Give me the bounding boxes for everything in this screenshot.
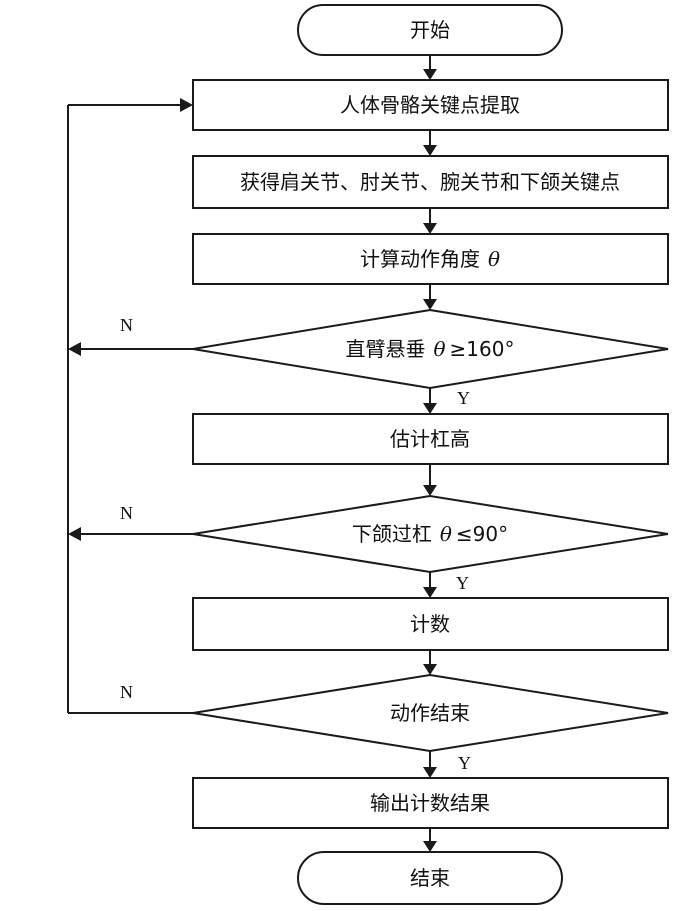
end-terminal [297,851,563,905]
arrow-head [423,223,437,234]
arrow-head [180,98,193,112]
process-count-label: 计数 [410,612,450,636]
arrow-head [423,485,437,496]
process-compute-angle-label: 计算动作角度 θ [360,247,500,271]
yes-label-2: Y [456,573,469,593]
arrow-head [423,403,437,414]
arrow-head [68,527,81,541]
theta-symbol: θ [488,247,500,271]
decision-action-end-label: 动作结束 [390,701,470,725]
arrow-head [423,587,437,598]
end-label: 结束 [410,866,450,890]
arrow-head [423,841,437,852]
yes-label-1: Y [457,388,470,408]
decision-straight-arm-hang-label: 直臂悬垂 θ≥160° [346,337,515,361]
decision2-text: 下颌过杠 [352,522,432,546]
arrow-head [423,145,437,156]
decision2-condition: ≤90° [456,522,508,546]
start-label: 开始 [410,18,450,42]
decision1-condition: ≥160° [450,337,515,361]
process-keypoint-extraction-label: 人体骨骼关键点提取 [340,93,520,117]
theta-symbol: θ [434,337,446,361]
arrow-head [423,69,437,80]
no-label-2: N [120,503,133,523]
process-output-result [192,777,669,829]
process-get-joints-label: 获得肩关节、肘关节、腕关节和下颌关键点 [240,170,620,194]
arrow-head [423,299,437,310]
decision1-text: 直臂悬垂 [346,337,426,361]
process-estimate-bar-height [192,413,669,465]
process-output-result-label: 输出计数结果 [370,791,490,815]
process-keypoint-extraction [192,79,669,131]
arrow-head [423,664,437,675]
yes-label-3: Y [458,753,471,773]
process-compute-angle [192,233,669,285]
process-count [192,597,669,651]
no-label-3: N [120,682,133,702]
theta-symbol: θ [440,522,452,546]
decision-straight-arm-hang [192,308,669,390]
process-estimate-bar-height-label: 估计杠高 [390,427,470,451]
decision-chin-over-bar-label: 下颌过杠 θ≤90° [352,522,508,546]
no-label-1: N [120,315,133,335]
arrow-head [68,342,81,356]
compute-angle-text: 计算动作角度 [360,247,480,271]
arrow-head [423,767,437,778]
